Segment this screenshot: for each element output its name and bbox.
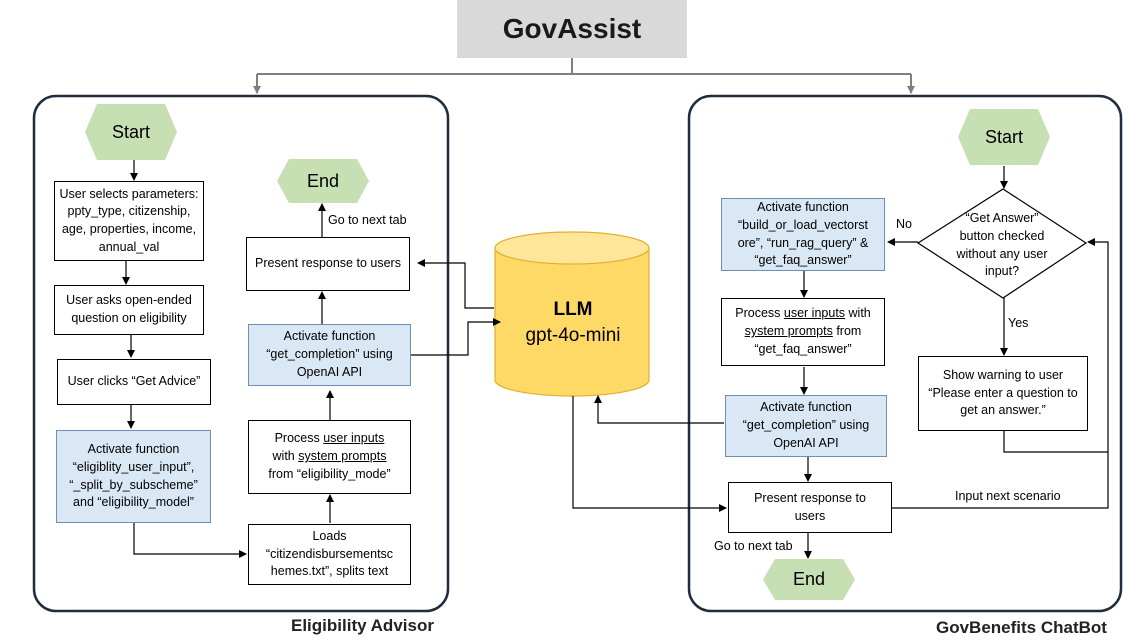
right-next-tab-label: Go to next tab xyxy=(714,539,793,553)
right-warning-box: Show warning to user “Please enter a que… xyxy=(918,356,1088,431)
right-process-user-inputs: user inputs xyxy=(783,306,846,321)
right-decision-line: “Get Answer” xyxy=(965,211,1039,225)
left-completion-line: “get_completion” using xyxy=(266,347,393,362)
right-completion-line: “get_completion” using xyxy=(742,418,870,433)
right-activate-line: Activate function xyxy=(757,200,849,214)
llm-model: gpt-4o-mini xyxy=(525,325,621,346)
right-no-label: No xyxy=(896,217,912,231)
left-process-text: Process xyxy=(274,431,324,446)
right-panel-title: GovBenefits ChatBot xyxy=(936,618,1107,637)
right-process-text: from xyxy=(832,324,862,339)
right-end-node: End xyxy=(763,559,855,600)
left-params-line: age, properties, income, xyxy=(61,222,197,236)
right-process-text: with xyxy=(845,306,871,321)
left-click-line: User clicks “Get Advice” xyxy=(67,374,201,389)
right-activate-line: ore”, “run_rag_query” & xyxy=(737,235,869,250)
right-process-line: “get_faq_answer” xyxy=(754,341,852,356)
left-process-line: from “eligibility_mode” xyxy=(268,466,391,481)
left-start-node: Start xyxy=(85,104,177,160)
right-process-system-prompts: system prompts xyxy=(744,324,833,339)
left-click-get-advice-box: User clicks “Get Advice” xyxy=(57,359,211,405)
llm-label: LLM gpt-4o-mini xyxy=(497,298,649,350)
decision-diamond xyxy=(916,188,1088,299)
title-connector xyxy=(253,58,915,94)
left-completion-line: Activate function xyxy=(283,329,376,344)
right-process-text: Process xyxy=(735,306,784,321)
right-yes-label: Yes xyxy=(1008,316,1029,330)
left-select-parameters-box: User selects parameters: ppty_type, citi… xyxy=(54,181,204,261)
right-process-line: Process user inputs with xyxy=(735,305,871,323)
left-activate-line: Activate function xyxy=(87,442,180,456)
right-decision-line: input? xyxy=(984,264,1020,279)
app-title: GovAssist xyxy=(457,0,687,58)
left-present-response-box: Present response to users xyxy=(246,237,410,291)
right-process-line: system prompts from xyxy=(745,323,862,341)
left-activate-eligibility-box: Activate function “eligiblity_user_input… xyxy=(56,430,211,523)
right-present-response-box: Present response to users xyxy=(728,482,892,533)
right-activate-get-completion-box: Activate function “get_completion” using… xyxy=(725,395,887,457)
left-end-node: End xyxy=(277,159,369,203)
left-process-line: with system prompts xyxy=(273,448,387,466)
right-completion-line: OpenAI API xyxy=(773,435,839,450)
left-next-tab-label: Go to next tab xyxy=(328,213,407,227)
left-process-system-prompts: system prompts xyxy=(298,449,387,464)
left-activate-line: and “eligibility_model” xyxy=(73,495,194,510)
right-activate-vectorstore-box: Activate function “build_or_load_vectors… xyxy=(721,198,885,271)
right-input-next-label: Input next scenario xyxy=(955,489,1061,503)
left-activate-line: “_split_by_subscheme” xyxy=(69,477,198,492)
left-question-line: question on eligibility xyxy=(71,311,187,325)
left-params-line: ppty_type, citizenship, xyxy=(67,204,191,219)
left-process-inputs-box: Process user inputs with system prompts … xyxy=(248,420,411,494)
left-loads-line: Loads xyxy=(312,528,347,543)
right-present-line: users xyxy=(794,508,826,523)
right-decision-line: without any user xyxy=(956,246,1048,261)
left-params-line: annual_val xyxy=(98,239,160,254)
left-flow-arrows xyxy=(122,160,501,558)
right-warning-line: “Please enter a question to xyxy=(928,385,1078,400)
left-present-line: Present response to users xyxy=(255,256,401,271)
right-process-inputs-box: Process user inputs with system prompts … xyxy=(721,298,885,366)
right-panel-frame xyxy=(687,94,1123,613)
right-present-line: Present response to xyxy=(754,490,866,505)
left-question-line: User asks open-ended xyxy=(66,293,192,308)
right-activate-line: “build_or_load_vectorst xyxy=(738,217,868,232)
left-ask-question-box: User asks open-ended question on eligibi… xyxy=(54,285,204,335)
left-loads-line: hemes.txt”, splits text xyxy=(270,564,389,579)
right-decision-text: “Get Answer” button checked without any … xyxy=(940,210,1064,281)
left-activate-get-completion-box: Activate function “get_completion” using… xyxy=(248,324,411,386)
left-completion-line: OpenAI API xyxy=(296,364,363,379)
left-loads-line: “citizendisbursementsc xyxy=(265,546,394,561)
left-params-line: User selects parameters: xyxy=(59,186,199,201)
right-warning-line: Show warning to user xyxy=(942,367,1064,382)
llm-database-shape xyxy=(494,231,650,397)
left-process-line: Process user inputs xyxy=(275,430,385,448)
right-flow-arrows xyxy=(572,166,1109,559)
right-decision-line: button checked xyxy=(959,228,1045,243)
left-panel-frame xyxy=(32,94,450,613)
right-warning-line: get an answer.” xyxy=(960,403,1046,418)
left-process-user-inputs: user inputs xyxy=(323,431,385,446)
llm-name: LLM xyxy=(553,299,593,320)
right-completion-line: Activate function xyxy=(760,400,852,415)
right-start-node: Start xyxy=(958,109,1050,165)
left-panel-title: Eligibility Advisor xyxy=(291,616,434,635)
left-process-text: with xyxy=(272,449,299,464)
left-loads-text-box: Loads “citizendisbursementsc hemes.txt”,… xyxy=(248,524,411,585)
left-activate-line: “eligiblity_user_input”, xyxy=(72,459,195,474)
right-activate-line: “get_faq_answer” xyxy=(754,253,852,268)
